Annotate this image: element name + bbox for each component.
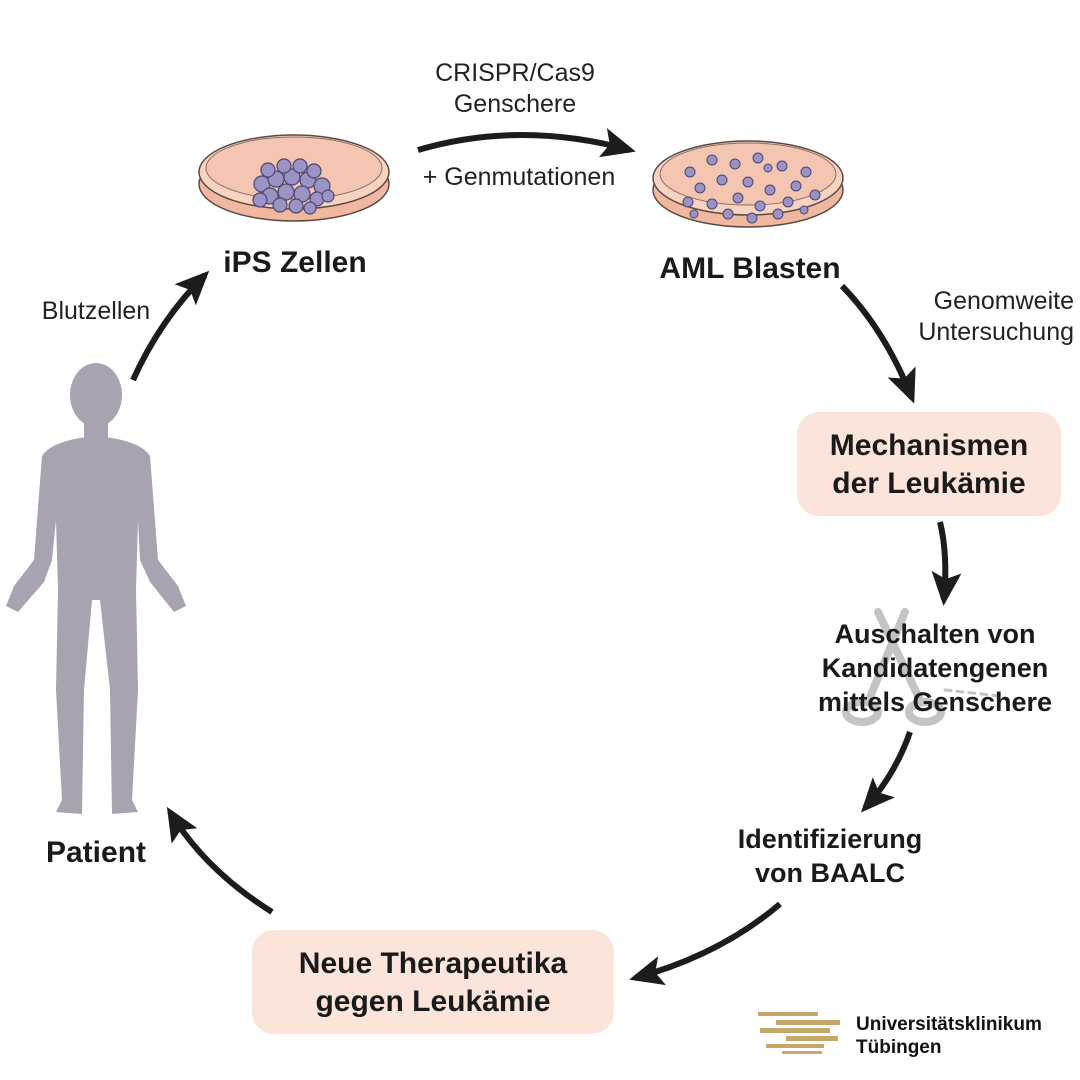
- scissors-icon: [842, 608, 1002, 726]
- genmutationen-label: + Genmutationen: [422, 163, 616, 191]
- ukt-logo-text: Universitätsklinikum Tübingen: [856, 1014, 1042, 1058]
- genomweite-label: Genomweite Untersuchung: [918, 287, 1074, 347]
- arrow-identifizierung-to-therapeutika: [629, 901, 782, 986]
- blutzellen-label: Blutzellen: [41, 297, 151, 325]
- arrow-auschalten-to-identifizierung: [860, 731, 913, 813]
- arrow-mechanismen-to-auschalten: [931, 521, 962, 606]
- therapeutika-box: [252, 930, 614, 1034]
- ips-label: iPS Zellen: [223, 246, 367, 279]
- identifizierung-label: Identifizierung von BAALC: [737, 824, 923, 888]
- therapeutika-label: Neue Therapeutika gegen Leukämie: [298, 947, 568, 1018]
- mechanismen-label: Mechanismen der Leukämie: [829, 429, 1029, 500]
- crispr-label: CRISPR/Cas9 Genschere: [435, 59, 595, 119]
- arrow-ips-to-aml: [417, 128, 636, 158]
- ips-petri-dish-icon: [198, 134, 390, 222]
- ukt-logo-icon: [758, 1012, 840, 1054]
- arrow-patient-to-ips: [130, 270, 210, 382]
- aml-label: AML Blasten: [659, 252, 841, 285]
- patient-label: Patient: [45, 836, 147, 869]
- patient-silhouette-icon: [6, 363, 186, 814]
- auschalten-label: Auschalten von Kandidatengenen mittels G…: [817, 619, 1053, 717]
- mechanismen-box: [797, 412, 1061, 516]
- aml-petri-dish-icon: [652, 140, 844, 228]
- arrow-therapeutika-to-patient: [166, 806, 274, 915]
- arrow-aml-to-mechanismen: [839, 283, 916, 404]
